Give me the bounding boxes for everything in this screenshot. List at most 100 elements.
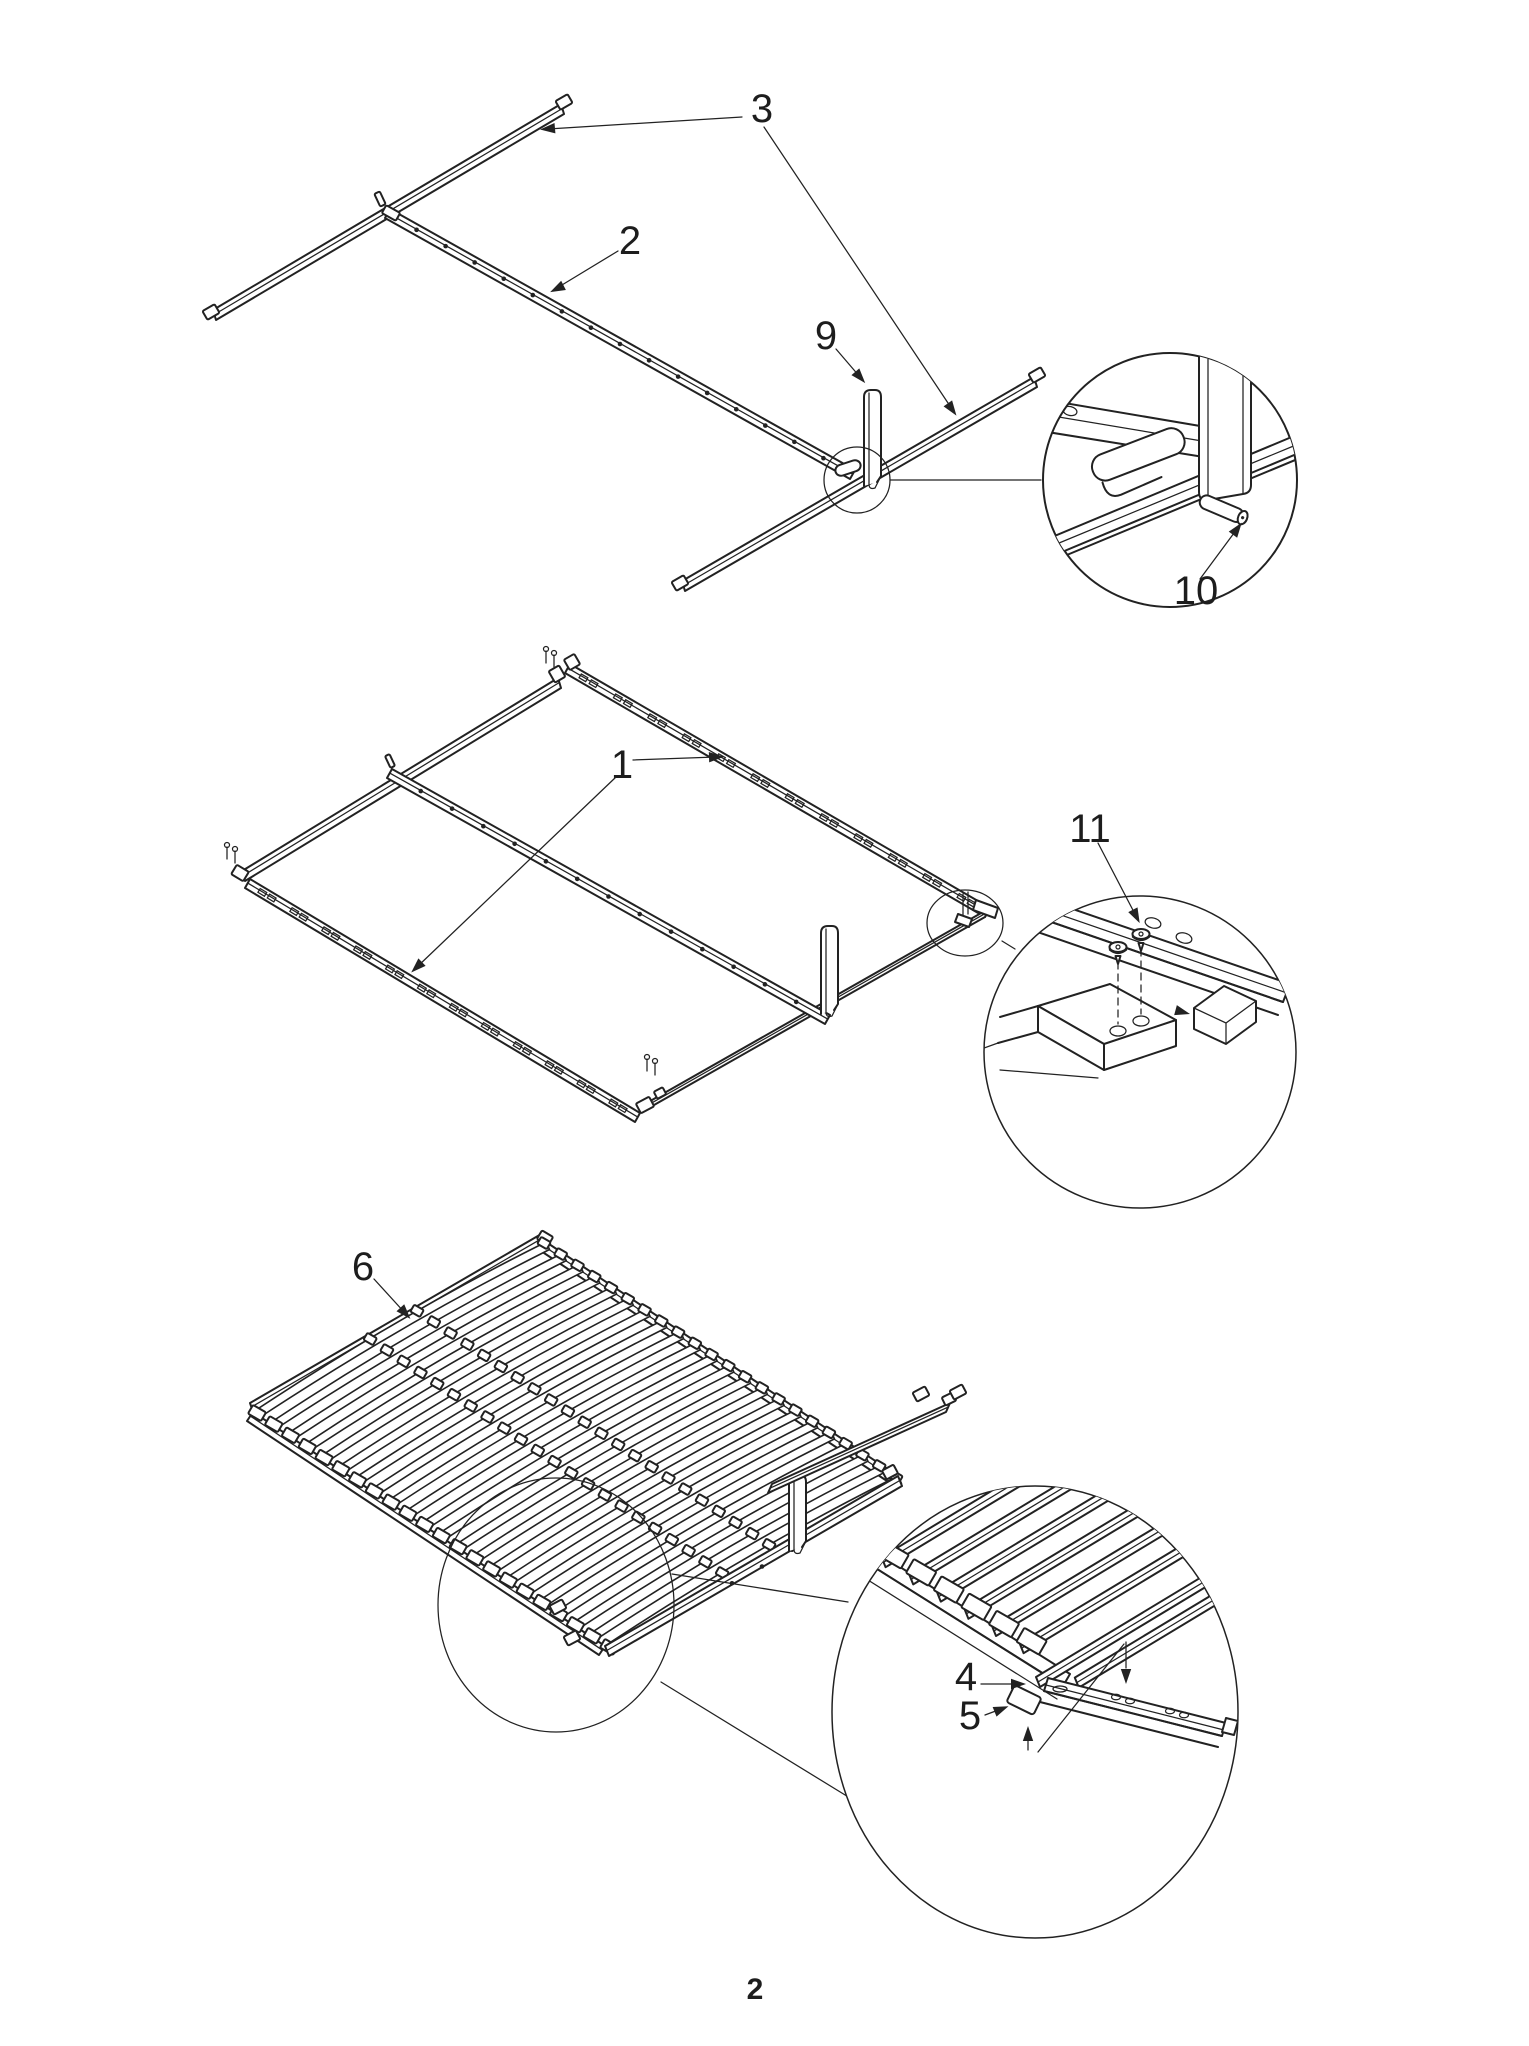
slat-mid-tab xyxy=(379,1343,395,1357)
screw-head-side xyxy=(1108,946,1128,955)
slat-mid-tab xyxy=(577,1415,592,1429)
centre-rail-hole xyxy=(414,227,419,233)
slat-mid-tab xyxy=(413,1365,428,1380)
slat-mid-tab xyxy=(409,1304,425,1318)
slat-end-cap xyxy=(670,1325,686,1339)
slat-end-cap xyxy=(465,1549,485,1567)
rail-hole xyxy=(1164,1707,1176,1715)
hook-inner-edge xyxy=(1108,452,1181,481)
side-rail-edge xyxy=(1045,1684,1225,1731)
centre-rail-hole xyxy=(821,455,826,461)
slat-end-cap xyxy=(838,1436,853,1451)
side-rail-slot xyxy=(521,1046,533,1056)
crossbar-end-cap xyxy=(201,303,221,321)
side-rail-slot xyxy=(352,945,364,955)
slat xyxy=(520,1419,819,1599)
slat-end-cap xyxy=(582,1627,602,1645)
screw-tip xyxy=(1114,955,1122,965)
corner-rail-end xyxy=(972,899,999,919)
slat-mid-tab xyxy=(678,1482,693,1496)
callout-arrowhead xyxy=(851,368,866,384)
crossbar-junction-tab xyxy=(373,190,387,208)
slat-end-cap xyxy=(448,1538,468,1556)
slat-end-cap xyxy=(515,1582,535,1600)
slat-end-cap xyxy=(933,1575,965,1604)
rail-end-face xyxy=(563,653,581,671)
side-rail-slot xyxy=(921,872,933,883)
side-rail-slot xyxy=(750,772,761,783)
side-rail-slot xyxy=(394,969,405,980)
side-rail-slot xyxy=(617,1103,628,1114)
side-rail-slot xyxy=(784,792,795,803)
base-corner-cap xyxy=(881,1464,899,1480)
slat xyxy=(470,1386,769,1566)
slat-mid-tab xyxy=(564,1466,579,1480)
corner-zoom-ring xyxy=(926,889,1004,957)
side-rail-slot xyxy=(612,693,624,703)
slat-mid-tab xyxy=(614,1499,629,1513)
loose-slat-cap xyxy=(549,1598,567,1616)
slat xyxy=(403,1341,702,1521)
slat-end-cap xyxy=(381,1493,401,1511)
slat-end-cap xyxy=(498,1571,518,1589)
slat xyxy=(1073,1486,1238,1689)
callout-part11-label: 11 xyxy=(1069,807,1111,851)
callout-leader xyxy=(547,116,743,130)
detail-leader-line xyxy=(660,1681,851,1799)
centre-rail-hole xyxy=(704,390,710,396)
side-rail-slot xyxy=(512,1040,523,1051)
slat-end-cap xyxy=(348,1471,368,1489)
rail-end-hook xyxy=(834,459,862,477)
slat-mid-tab xyxy=(493,1359,509,1374)
side-rail-slot xyxy=(448,1002,460,1012)
slat-end-cap xyxy=(905,1558,937,1587)
side-rail-slot xyxy=(646,713,658,723)
insert-arrow-up xyxy=(1022,1726,1034,1741)
callout-arrowhead xyxy=(992,1706,1009,1717)
slat xyxy=(252,1241,551,1421)
hook-group xyxy=(1090,427,1186,497)
centre-rail-hole xyxy=(512,841,517,847)
slat-mid-tab xyxy=(480,1410,495,1424)
slat-end-cap xyxy=(788,1403,803,1417)
bar-edge xyxy=(999,1005,1039,1018)
bar-bottom xyxy=(999,1069,1099,1079)
pin-end-hole xyxy=(1241,516,1245,520)
callout-part6-label: 6 xyxy=(352,1245,374,1289)
side-rail-slot xyxy=(384,964,396,974)
callout-leader xyxy=(556,250,619,289)
slat-end-cap xyxy=(314,1449,334,1467)
side-rail-slot xyxy=(457,1008,469,1018)
side-rail-slot xyxy=(489,1027,501,1037)
figure-crossbar-assembly xyxy=(201,93,1047,592)
callout-part3-label: 3 xyxy=(751,87,773,131)
slat xyxy=(419,1352,718,1532)
side-rail-slot xyxy=(544,1060,555,1070)
crossbar-end-cap xyxy=(554,93,574,111)
slat-mid-tab xyxy=(597,1488,613,1502)
slat-end-cap xyxy=(565,1616,585,1634)
screw-tip xyxy=(1137,942,1145,952)
slat-end-cap xyxy=(737,1370,753,1384)
countersunk-screw-head xyxy=(1108,941,1128,953)
slat-end-cap xyxy=(804,1414,820,1428)
slat-end-cap xyxy=(1015,1627,1048,1656)
slat xyxy=(436,1363,735,1543)
slat-end-cap xyxy=(415,1515,435,1533)
slat xyxy=(453,1374,752,1554)
rail-slot xyxy=(1052,1685,1068,1693)
slat-end-cap xyxy=(637,1303,652,1317)
crossbar-edge xyxy=(1046,444,1297,549)
slat-end-cap xyxy=(988,1610,1020,1638)
slat xyxy=(369,1319,668,1499)
crossbar-bottom-edge xyxy=(682,380,1036,587)
centre-rail-tab xyxy=(384,753,396,769)
side-rail-slot xyxy=(608,1098,619,1108)
bracket-part9 xyxy=(863,389,882,487)
slat-mid-tab xyxy=(430,1376,445,1391)
side-rail-slot xyxy=(622,698,634,709)
slat xyxy=(268,1252,568,1432)
side-rail-slot xyxy=(931,878,943,888)
slat-mid-tab xyxy=(644,1460,659,1474)
